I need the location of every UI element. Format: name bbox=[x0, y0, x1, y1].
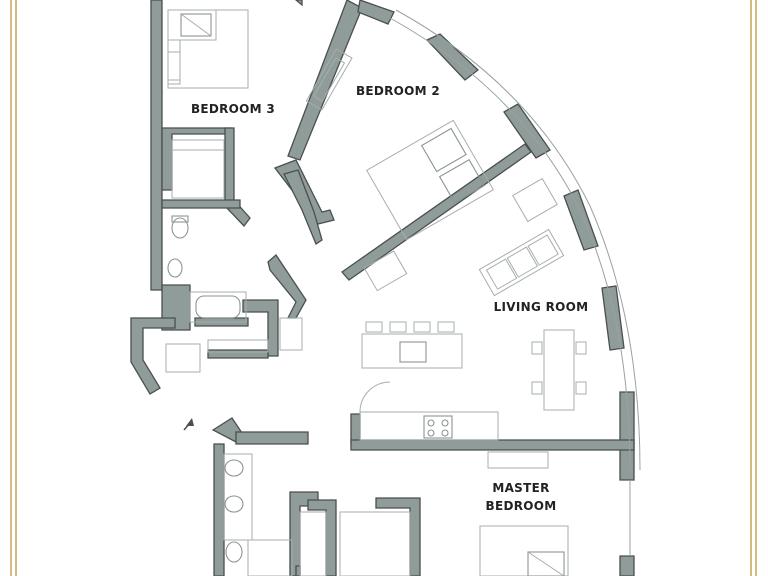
entry-arrow-icon bbox=[183, 418, 194, 431]
living-room-furniture bbox=[359, 177, 587, 441]
room-label-living-room: LIVING ROOM bbox=[494, 300, 589, 314]
curved-facade bbox=[389, 9, 641, 556]
walls bbox=[130, 0, 635, 576]
room-label-master-line2: BEDROOM bbox=[486, 499, 557, 513]
bedroom2-furniture bbox=[305, 48, 494, 241]
room-label-bedroom2: BEDROOM 2 bbox=[356, 84, 440, 98]
room-label-bedroom3: BEDROOM 3 bbox=[191, 102, 275, 116]
page-frame bbox=[10, 0, 757, 576]
bedroom3-furniture bbox=[167, 9, 249, 89]
room-label-master-line1: MASTER bbox=[492, 481, 549, 495]
bathroom-fixtures bbox=[165, 139, 303, 373]
master-furniture bbox=[223, 451, 569, 576]
